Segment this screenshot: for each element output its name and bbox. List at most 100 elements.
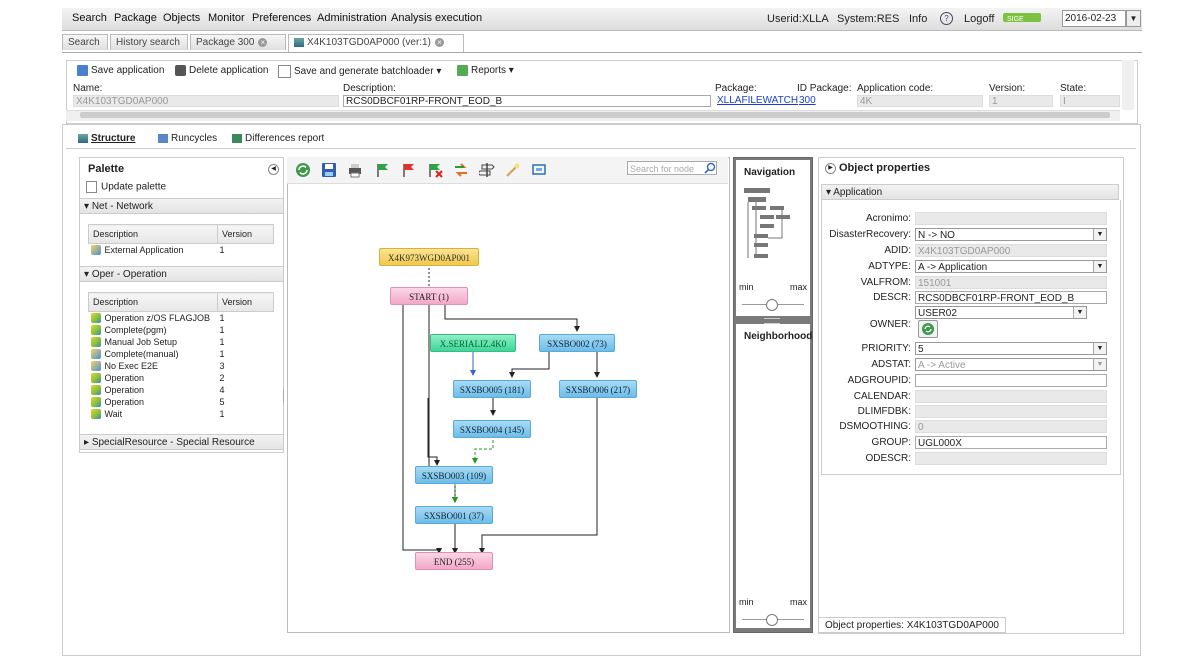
refresh-icon[interactable] (295, 162, 311, 178)
version-field[interactable]: 1 (989, 95, 1053, 107)
node-sxsbo001[interactable]: SXSBO001 (37) (415, 506, 493, 524)
node-sxsbo003[interactable]: SXSBO003 (109) (415, 466, 493, 484)
splitter-handle[interactable] (764, 318, 780, 324)
swap-arrows-icon[interactable] (453, 162, 469, 178)
collapse-icon[interactable]: ▶ (825, 163, 836, 174)
print-icon[interactable] (347, 162, 363, 178)
logoff-link[interactable]: Logoff (964, 13, 995, 25)
node-start[interactable]: START (1) (390, 287, 468, 305)
save-icon[interactable] (321, 162, 337, 178)
calendar-field[interactable] (915, 390, 1107, 403)
menu-package[interactable]: Package (114, 12, 157, 24)
collapse-icon[interactable]: ◀ (268, 164, 279, 175)
chevron-down-icon[interactable]: ▼ (1093, 229, 1106, 240)
help-icon[interactable]: ? (940, 12, 953, 25)
save-application-button[interactable]: Save application (77, 65, 164, 76)
column-header-description[interactable]: Description (88, 292, 218, 312)
valfrom-field[interactable]: 151001 (915, 276, 1107, 289)
descr-field[interactable]: RCS0DBCF01RP-FRONT_EOD_B (915, 291, 1107, 304)
node-search-input[interactable]: Search for node (627, 161, 717, 175)
application-section[interactable]: ▾ Application (821, 184, 1119, 200)
node-end[interactable]: END (255) (415, 552, 493, 570)
tab-package-300[interactable]: Package 300× (190, 34, 286, 50)
dsmoothing-field[interactable]: 0 (915, 420, 1107, 433)
layout-icon[interactable] (531, 162, 547, 178)
column-header-description[interactable]: Description (88, 224, 218, 244)
chevron-down-icon[interactable]: ▼ (1073, 307, 1086, 318)
table-row[interactable]: Complete(manual)1 (89, 348, 274, 360)
minimap-icon[interactable] (742, 188, 802, 272)
node-external-application[interactable]: X4K973WGD0AP001 (379, 248, 479, 266)
save-generate-batchloader-button[interactable]: Save and generate batchloader ▾ (278, 65, 441, 78)
search-icon[interactable] (704, 162, 716, 174)
menu-administration[interactable]: Administration (317, 12, 387, 24)
zoom-slider-handle[interactable] (766, 299, 778, 311)
net-network-section[interactable]: ▾ Net - Network (80, 198, 283, 214)
application-code-field[interactable]: 4K (857, 95, 983, 107)
adtype-select[interactable]: A -> Application▼ (915, 260, 1107, 273)
menu-preferences[interactable]: Preferences (252, 12, 312, 24)
owner-select[interactable]: USER02▼ (915, 306, 1087, 319)
description-field[interactable]: RCS0DBCF01RP-FRONT_EOD_B (343, 95, 711, 107)
neighborhood-slider-handle[interactable] (766, 614, 778, 626)
node-sxsbo005[interactable]: SXSBO005 (181) (453, 380, 531, 398)
red-flag-icon[interactable] (401, 162, 417, 178)
group-field[interactable]: UGL000X (915, 436, 1107, 449)
adgroupid-field[interactable] (915, 374, 1107, 387)
remove-flag-icon[interactable] (427, 162, 443, 178)
disaster-recovery-select[interactable]: N -> NO▼ (915, 228, 1107, 241)
package-link[interactable]: XLLAFILEWATCH (717, 95, 799, 106)
object-properties-footer-tab[interactable]: Object properties: X4K103TGD0AP000 (818, 617, 1006, 633)
info-link[interactable]: Info (909, 13, 928, 25)
tab-differences-report[interactable]: Differences report (232, 133, 324, 144)
header-vertical-scrollbar[interactable] (1122, 60, 1134, 110)
close-icon[interactable]: × (258, 37, 268, 47)
menu-monitor[interactable]: Monitor (208, 12, 245, 24)
name-field[interactable]: X4K103TGD0AP000 (73, 95, 339, 107)
menu-objects[interactable]: Objects (163, 12, 201, 24)
signpost-icon[interactable] (479, 162, 495, 178)
menu-analysis-execution[interactable]: Analysis execution (391, 12, 483, 24)
magic-wand-icon[interactable] (505, 162, 521, 178)
reports-button[interactable]: Reports ▾ (457, 65, 514, 76)
menu-search[interactable]: Search (72, 12, 107, 24)
node-serializ[interactable]: X.SERIALIZ.4K0 (430, 334, 516, 352)
delete-application-button[interactable]: Delete application (175, 65, 269, 76)
priority-select[interactable]: 5▼ (915, 342, 1107, 355)
oper-operation-section[interactable]: ▾ Oper - Operation (80, 266, 283, 282)
tab-application[interactable]: X4K103TGD0AP000 (ver:1)× (288, 34, 464, 52)
navigation-overview[interactable]: Navigation min max (736, 160, 810, 316)
chevron-down-icon[interactable]: ▼ (1093, 261, 1106, 272)
special-resource-section[interactable]: ▸ SpecialResource - Special Resource (80, 434, 283, 450)
owner-refresh-button[interactable] (918, 320, 938, 338)
node-sxsbo002[interactable]: SXSBO002 (73) (539, 334, 615, 352)
dlimfdbk-field[interactable] (915, 405, 1107, 418)
tab-structure[interactable]: Structure (78, 133, 135, 144)
table-row[interactable]: Complete(pgm)1 (89, 324, 274, 336)
id-package-link[interactable]: 300 (799, 95, 816, 106)
tab-history-search[interactable]: History search (110, 34, 188, 50)
date-select[interactable]: 2016-02-23 (1062, 10, 1126, 27)
close-icon[interactable]: × (434, 37, 444, 47)
neighborhood-panel[interactable]: Neighborhood min max (736, 324, 812, 628)
column-header-version[interactable]: Version (217, 224, 274, 244)
green-flag-icon[interactable] (375, 162, 391, 178)
column-header-version[interactable]: Version (217, 292, 274, 312)
chevron-down-icon[interactable]: ▼ (1093, 343, 1106, 354)
adid-field[interactable]: X4K103TGD0AP000 (915, 244, 1107, 257)
chevron-down-icon[interactable]: ▼ (1093, 359, 1106, 370)
chevron-down-icon[interactable]: ▼ (1126, 10, 1141, 27)
update-palette-button[interactable]: Update palette (86, 181, 166, 193)
scrollbar-thumb[interactable] (80, 112, 1110, 118)
acronimo-field[interactable] (915, 212, 1107, 225)
node-sxsbo006[interactable]: SXSBO006 (217) (559, 380, 637, 398)
state-field[interactable]: I (1060, 95, 1120, 107)
